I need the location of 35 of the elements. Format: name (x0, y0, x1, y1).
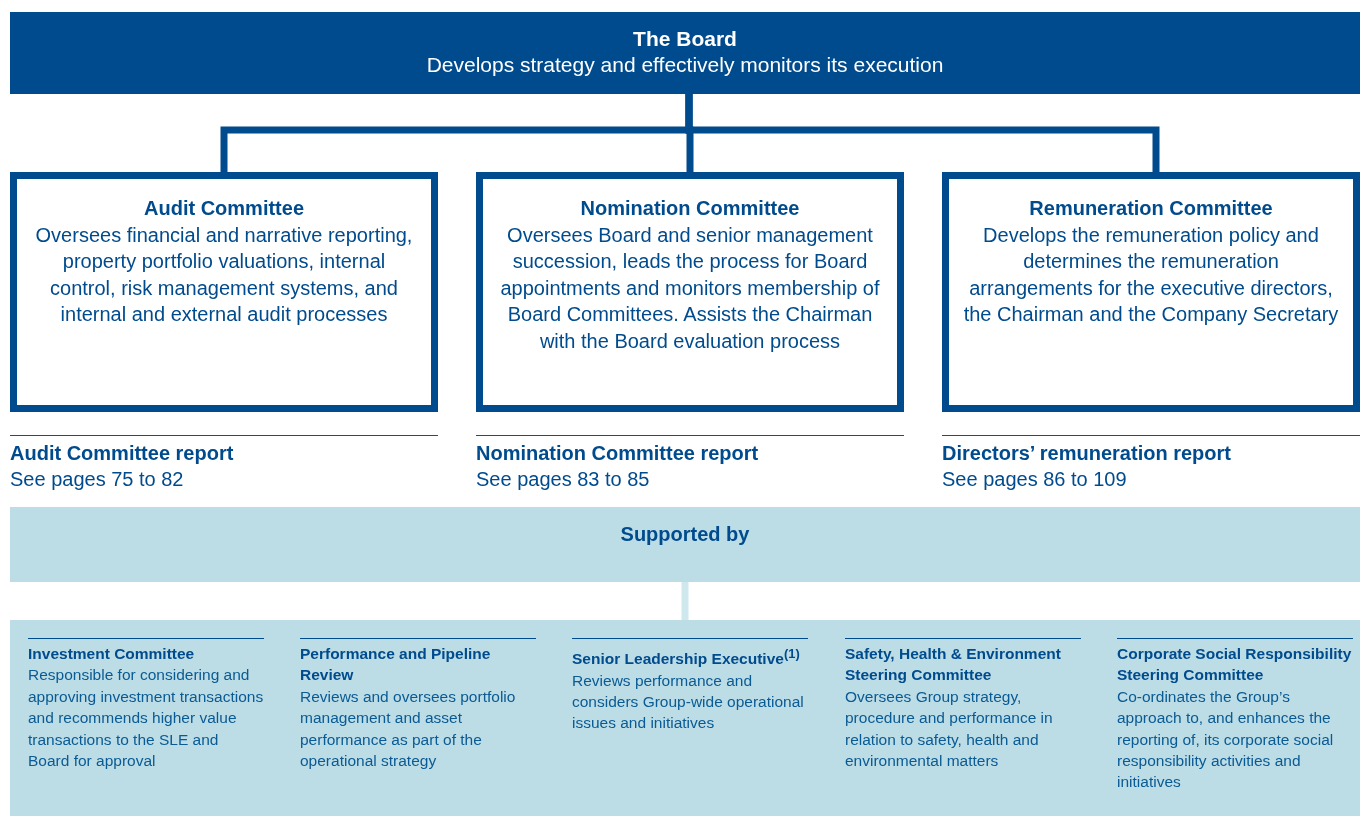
description: Develops strategy and effectively monitors its execution (425, 52, 945, 78)
heading: Investment Committee (28, 644, 196, 664)
board-banner (10, 12, 1360, 94)
description: Develops the remuneration policy and determines the remuneration arrangements for the executive directors, the Chairman and the Company Secretary (963, 222, 1339, 328)
report-title: Directors’ remuneration report (942, 441, 1232, 466)
report-title: Nomination Committee report (476, 441, 760, 466)
support-item (28, 638, 264, 772)
description: Oversees Group strategy, procedure and performance in relation to safety, health and environmental matters (845, 686, 1054, 772)
heading: Safety, Health & Environment Steering Committee (845, 644, 1062, 686)
heading: Supported by (619, 523, 751, 546)
description: Responsible for considering and approving investment transactions and recommends higher value transactions to the SLE and Board for approval (28, 665, 264, 772)
page-reference: See pages 86 to 109 (942, 467, 1128, 492)
description: Reviews and oversees portfolio management and asset performance as part of the operational strategy (300, 686, 517, 772)
heading: Audit Committee (143, 196, 305, 221)
page-reference: See pages 83 to 85 (476, 467, 651, 492)
description: Oversees financial and narrative reporting, property portfolio valuations, internal control, risk management systems, and internal and external audit processes (34, 222, 414, 328)
heading: Remuneration Committee (1028, 196, 1274, 221)
page-reference: See pages 75 to 82 (10, 467, 185, 492)
committee-box (10, 172, 438, 412)
connector-line (681, 582, 689, 620)
committee-box (942, 172, 1360, 412)
support-band (10, 507, 1360, 582)
support-item (300, 638, 536, 772)
description: Reviews performance and considers Group-wide operational issues and initiatives (572, 670, 805, 734)
committee-box (476, 172, 904, 412)
description: Co-ordinates the Group’s approach to, and enhances the reporting of, its corporate social responsibility activities and initiatives (1117, 686, 1335, 793)
heading: Senior Leadership Executive$^{(1)}$ (572, 645, 801, 670)
report-title: Audit Committee report (10, 441, 235, 466)
support-panel (10, 620, 1360, 816)
heading: Corporate Social Responsibility Steering Committee (1117, 644, 1353, 686)
heading: Nomination Committee (579, 196, 801, 221)
description: Oversees Board and senior management succession, leads the process for Board appointments and monitors membership of Board Committees. Assists the Chairman with the Board evaluation process (499, 222, 881, 354)
connector-line (685, 94, 1160, 172)
heading: The Board (632, 26, 738, 52)
heading: Performance and Pipeline Review (300, 644, 492, 686)
